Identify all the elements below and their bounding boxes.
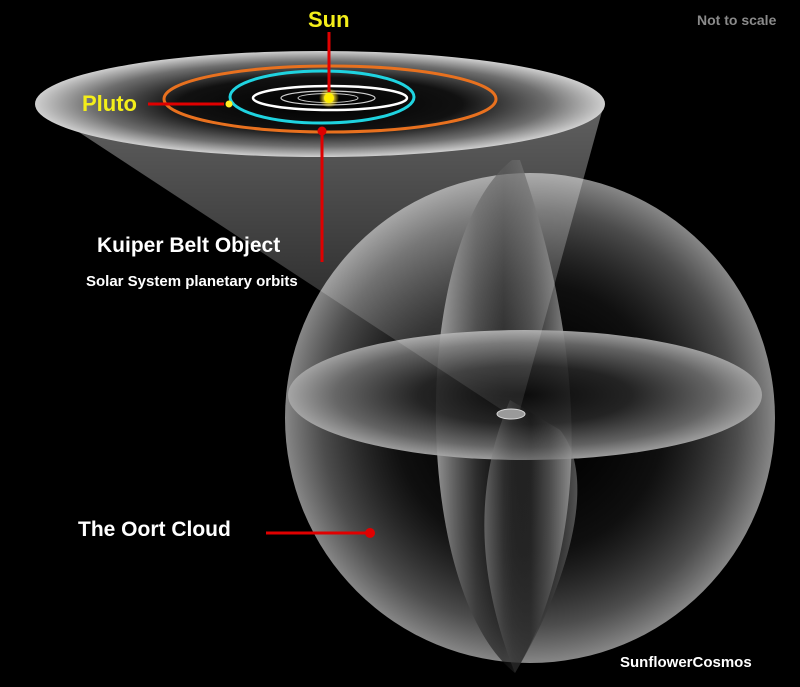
pluto-dot bbox=[225, 100, 233, 108]
magnification-cone bbox=[36, 104, 604, 410]
credit-label: SunflowerCosmos bbox=[620, 654, 752, 671]
pluto-label: Pluto bbox=[82, 91, 137, 116]
oort-cloud-horizontal-disc bbox=[288, 330, 762, 460]
sun-icon bbox=[324, 93, 334, 103]
kuiper-belt-object-label: Kuiper Belt Object bbox=[97, 234, 281, 257]
sun-label: Sun bbox=[308, 7, 350, 32]
kuiper-belt-object-dot bbox=[317, 126, 327, 136]
pluto-orbit bbox=[228, 69, 416, 125]
oort-pointer-dot bbox=[365, 528, 375, 538]
central-solar-system-disc bbox=[496, 408, 526, 420]
scale-note: Not to scale bbox=[697, 12, 777, 28]
solar-system-orbits-label: Solar System planetary orbits bbox=[86, 273, 298, 290]
oort-cloud-label: The Oort Cloud bbox=[78, 518, 231, 541]
oort-cloud-band-front bbox=[484, 400, 578, 673]
solar-system-plane bbox=[35, 51, 605, 157]
